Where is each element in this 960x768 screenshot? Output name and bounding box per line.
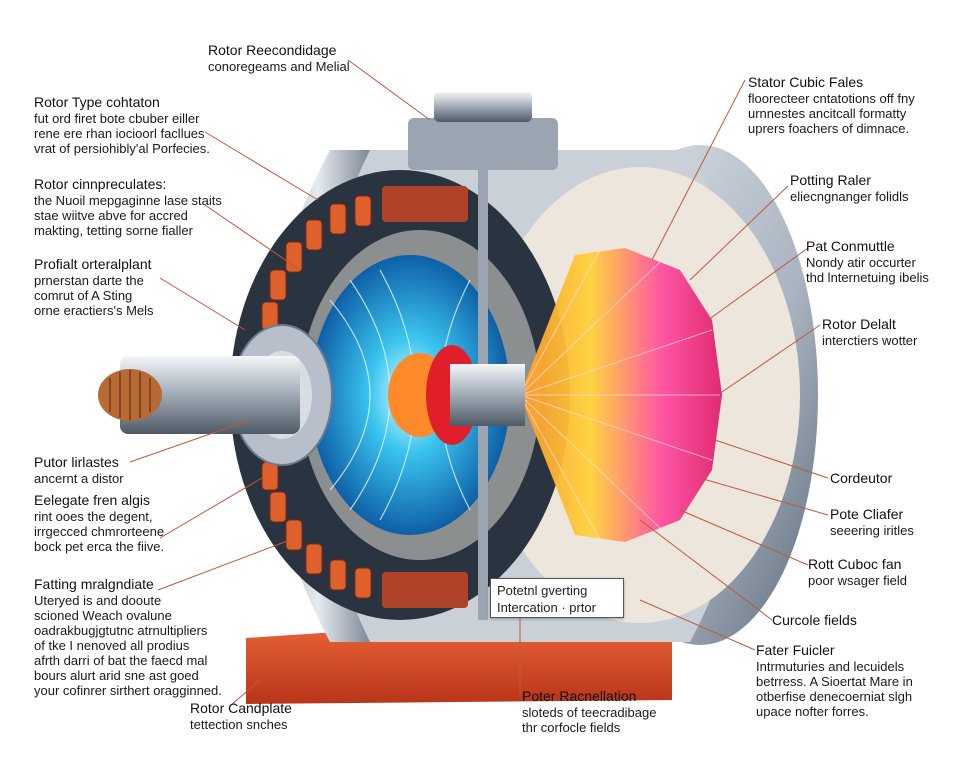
- label-line: urnnestes ancitcall formatty: [748, 106, 907, 121]
- label-line: the Nuoil mepgaginne lase staits: [34, 193, 222, 208]
- label-rotor-candplate: Rotor Candplate tettection snches: [190, 700, 292, 732]
- label-title: Rotor Candplate: [190, 700, 292, 716]
- label-line: rene ere rhan iocioorl facllues: [34, 126, 205, 141]
- label-title: Poter Racnellation: [522, 688, 637, 704]
- label-pote-cliafer: Pote Cliafer seeering iritles: [830, 506, 914, 538]
- label-putor-lirlastes: Putor lirlastes ancernt a distor: [34, 454, 124, 486]
- label-line: scioned Weach ovalune: [34, 608, 172, 623]
- label-line: stae wiitve abve for accred: [34, 208, 188, 223]
- interaction-callout-box: Potetnl gverting Intercation · prtor: [490, 578, 624, 618]
- label-stator-cubic: Stator Cubic Fales floorecteer cntatotio…: [748, 74, 915, 136]
- label-line: thd lnternetuing ibelis: [806, 270, 929, 285]
- label-title: Rotor Tyрe cohtaton: [34, 94, 160, 110]
- rotor-shaft-inner: [450, 364, 525, 426]
- label-potting-raler: Potting Raler eliecngnanger folidls: [790, 172, 909, 204]
- label-title: Cordeutor: [830, 470, 893, 486]
- top-cap: [434, 92, 532, 122]
- label-line: fut ord firet bote cbuber eiller: [34, 111, 200, 126]
- output-shaft: [120, 356, 300, 434]
- label-line: comrut of A Sting: [34, 288, 133, 303]
- label-line: poor wsager field: [808, 573, 907, 588]
- label-title: Potting Raler: [790, 172, 871, 188]
- label-line: makting, tetting sorne fialler: [34, 223, 193, 238]
- label-title: Putor lirlastes: [34, 454, 119, 470]
- label-title: Pote Cliafer: [830, 506, 904, 522]
- label-line: vrat of persiohibly'al Porfecies.: [34, 141, 210, 156]
- label-fater-fuicler: Fater Fuicler Intrmuturies and lecuidels…: [756, 642, 913, 719]
- label-title: Fater Fuicler: [756, 642, 835, 658]
- fan-rays: [519, 248, 722, 542]
- label-title: Profialt orteralplant: [34, 256, 152, 272]
- label-line: irrgecced chmrorteene: [34, 524, 165, 539]
- callout-line: Intercation · prtor: [497, 600, 596, 615]
- label-line: interctiers wotter: [822, 333, 918, 348]
- label-line: orne eractiers's Mels: [34, 303, 154, 318]
- label-line: thr corfocle fields: [522, 720, 621, 735]
- label-line: oadrakbugjgtutnc atrnultipliers: [34, 623, 208, 638]
- label-curcole: Curcole fields: [772, 612, 857, 629]
- label-profialt: Profialt orteralplant prnerstan darte th…: [34, 256, 154, 318]
- label-rott-cuboc: Rott Cuboc fan poor wsager field: [808, 556, 907, 588]
- stator-coils: [261, 195, 372, 599]
- copper-strands: [109, 370, 151, 420]
- label-line: ancernt a distor: [34, 471, 124, 486]
- label-poter-racnellation: Poter Racnellation sloteds of teecradiba…: [522, 688, 656, 735]
- label-line: rint ooes the degent,: [34, 509, 153, 524]
- label-title: Eelegate fren algis: [34, 492, 150, 508]
- label-rotor-cinpreculates: Rotor cinnpreculates: the Nuoil mepgagin…: [34, 176, 222, 238]
- label-title: Pat Conmuttle: [806, 238, 895, 254]
- label-line: Intrmuturies and lecuidels: [756, 659, 905, 674]
- label-title: Rotor Delalt: [822, 316, 896, 332]
- label-cordeutor: Cordeutor: [830, 470, 892, 487]
- label-title: Stator Cubic Fales: [748, 74, 864, 90]
- label-line: otberfise denecoerniat slgh: [756, 689, 913, 704]
- label-rotor-type: Rotor Tyрe cohtaton fut ord firet bote c…: [34, 94, 210, 156]
- label-line: upace nofter forres.: [756, 704, 869, 719]
- leader-lines: [129, 59, 829, 707]
- label-fatting: Fatting mralgndiate Uteryed is and doout…: [34, 576, 222, 698]
- label-line: prnerstan darte the: [34, 273, 144, 288]
- label-line: your cofinrer sirthert oragginned.: [34, 683, 222, 698]
- label-line: sloteds of teecradibage: [522, 705, 657, 720]
- copper-windings: [382, 186, 468, 608]
- label-line: seeering iritles: [830, 523, 914, 538]
- label-line: eliecngnanger folidls: [790, 189, 909, 204]
- label-eelegate: Eelegate fren algis rint ooes the degent…: [34, 492, 164, 554]
- label-rotor-delalt: Rotor Delalt interctiers wotter: [822, 316, 917, 348]
- label-line: tettection snches: [190, 717, 288, 732]
- label-line: bours alurt arid sne ast goed: [34, 668, 199, 683]
- label-title: Rotor Reecondidage: [208, 42, 337, 58]
- label-line: conoregeams and Melial: [208, 59, 350, 74]
- label-pat-conmuttle: Pat Conmuttle Nondy atir occurter thd ln…: [806, 238, 929, 285]
- label-title: Fatting mralgndiate: [34, 576, 154, 592]
- label-title: Rott Cuboc fan: [808, 556, 902, 572]
- label-title: Rotor cinnpreculates:: [34, 176, 167, 192]
- label-line: afrth darri of bat the faecd mal: [34, 653, 208, 668]
- label-line: betrress. A Sioertat Mare in: [756, 674, 913, 689]
- top-cap-base: [408, 118, 558, 170]
- callout-line: Potetnl gverting: [497, 583, 588, 598]
- label-line: uprers foachers of dimnace.: [748, 121, 910, 136]
- label-line: Uteryed is and dooute: [34, 593, 162, 608]
- label-title: Curcole fields: [772, 612, 857, 628]
- label-line: of tke I nenoved all prodius: [34, 638, 190, 653]
- label-line: Nondy atir occurter: [806, 255, 916, 270]
- label-rotor-recondidage: Rotor Reecondidage conoregeams and Melia…: [208, 42, 350, 74]
- label-line: bock pet erca the fiive.: [34, 539, 165, 554]
- label-line: floorecteer cntatotions off fny: [748, 91, 915, 106]
